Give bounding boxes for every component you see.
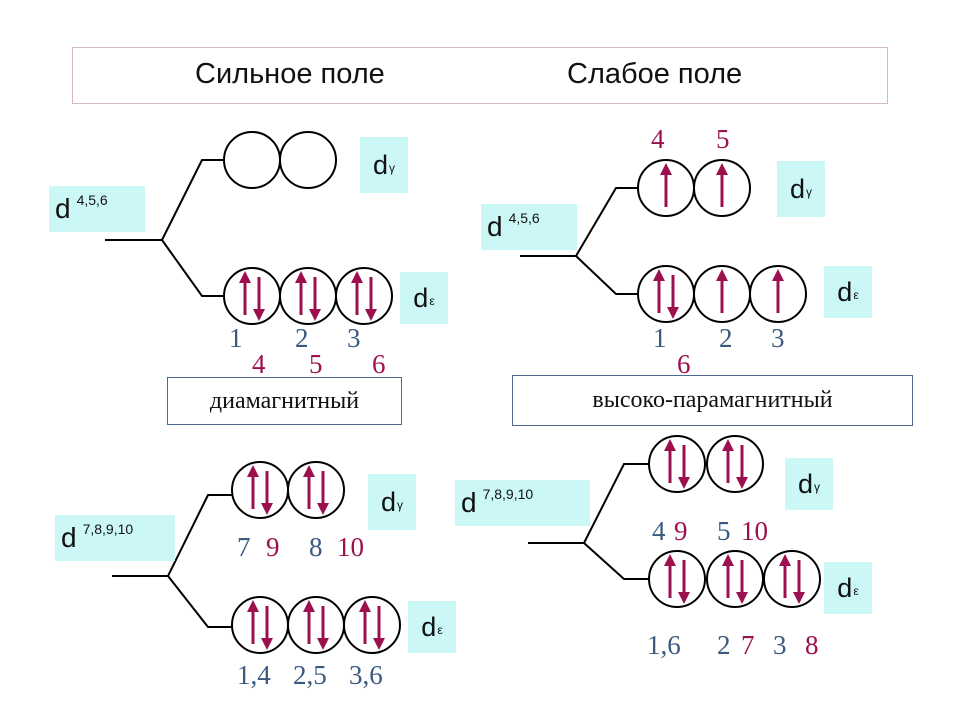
electron-number: 6: [372, 349, 386, 379]
splitting-line-br-upper: [528, 463, 650, 544]
electron-number: 3: [347, 323, 361, 353]
orbital-circle: [335, 267, 393, 325]
electron-number: 5: [716, 124, 730, 154]
electron-number: 9: [674, 516, 688, 546]
orbital-circle: [287, 461, 345, 519]
electron-number: 4: [652, 516, 666, 546]
orbital-circle: [637, 265, 695, 323]
electron-number: 8: [309, 532, 323, 562]
electron-number: 5: [717, 516, 731, 546]
splitting-line-br-lower: [583, 542, 650, 580]
strong-field-title: Сильное поле: [195, 58, 385, 90]
orbital-circle: [706, 550, 764, 608]
weak-field-title: Слабое поле: [567, 58, 743, 90]
orbital-circle: [223, 131, 281, 189]
electron-number: 5: [309, 349, 323, 379]
electron-number: 7: [237, 532, 251, 562]
electron-number: 3: [771, 323, 785, 353]
electron-number: 4: [651, 124, 665, 154]
splitting-line-tl-upper: [105, 159, 225, 241]
electron-number: 6: [677, 349, 691, 379]
splitting-line-bl-upper: [112, 494, 232, 577]
electron-number: 2: [295, 323, 309, 353]
diamagnetic-label: диамагнитный: [167, 377, 402, 425]
orbital-circle: [763, 550, 821, 608]
electron-number: 1: [229, 323, 243, 353]
electron-number: 1,4: [237, 660, 271, 690]
electron-number: 9: [266, 532, 280, 562]
orbital-circle: [648, 435, 706, 493]
electron-number: 10: [337, 532, 364, 562]
splitting-line-tr-upper: [520, 187, 640, 257]
orbital-circle: [279, 131, 337, 189]
header-frame: [72, 47, 888, 104]
electron-number: 2: [719, 323, 733, 353]
orbital-circle: [231, 596, 289, 654]
electron-number: 10: [741, 516, 768, 546]
orbital-circle: [706, 435, 764, 493]
electron-number: 4: [252, 349, 266, 379]
orbital-circle: [223, 267, 281, 325]
splitting-line-tr-lower: [575, 255, 640, 295]
electron-number: 7: [741, 630, 755, 660]
electron-number: 1,6: [647, 630, 681, 660]
orbital-circle: [287, 596, 345, 654]
high-paramagnetic-label: высоко-парамагнитный: [512, 375, 913, 426]
electron-number: 8: [805, 630, 819, 660]
orbital-circle: [231, 461, 289, 519]
splitting-line-bl-lower: [167, 575, 232, 628]
orbital-circle: [279, 267, 337, 325]
electron-number: 2: [717, 630, 731, 660]
electron-number: 3,6: [349, 660, 383, 690]
electron-number: 2,5: [293, 660, 327, 690]
splitting-line-tl-lower: [161, 239, 225, 297]
orbital-circle: [343, 596, 401, 654]
orbital-circle: [648, 550, 706, 608]
electron-number: 1: [653, 323, 667, 353]
electron-number: 3: [773, 630, 787, 660]
